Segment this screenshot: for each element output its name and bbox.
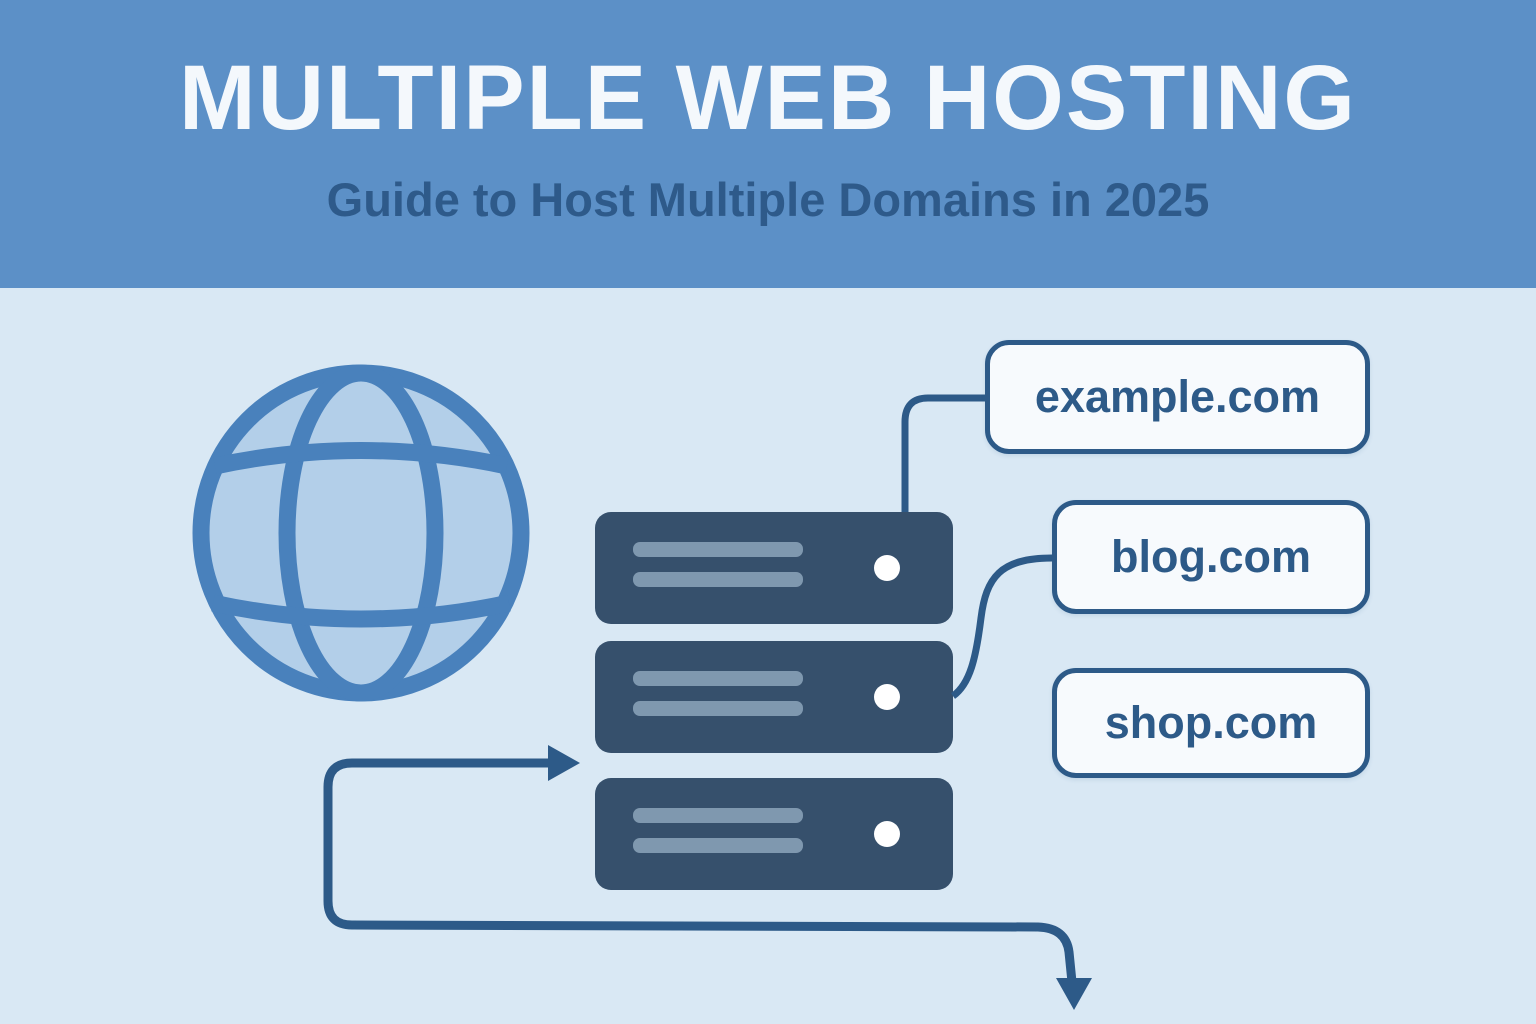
page-title: MULTIPLE WEB HOSTING <box>178 47 1357 149</box>
page-subtitle: Guide to Host Multiple Domains in 2025 <box>326 173 1210 226</box>
connector-line-example <box>901 394 985 512</box>
domain-label-text: blog.com <box>1111 531 1311 582</box>
domain-label-text: shop.com <box>1104 697 1318 748</box>
domain-label-text: example.com <box>1034 371 1321 422</box>
domain-label-blog: blog.com <box>1052 500 1370 614</box>
server-stack-icon <box>595 512 953 890</box>
header-banner: MULTIPLE WEB HOSTING Guide to Host Multi… <box>0 0 1536 288</box>
globe-icon <box>192 364 530 702</box>
connector-line-blog <box>950 554 1053 699</box>
flow-arrowhead-down <box>1056 978 1092 1010</box>
domain-label-example: example.com <box>985 340 1370 454</box>
flow-arrowhead-right <box>548 745 580 781</box>
domain-label-shop: shop.com <box>1052 668 1370 778</box>
